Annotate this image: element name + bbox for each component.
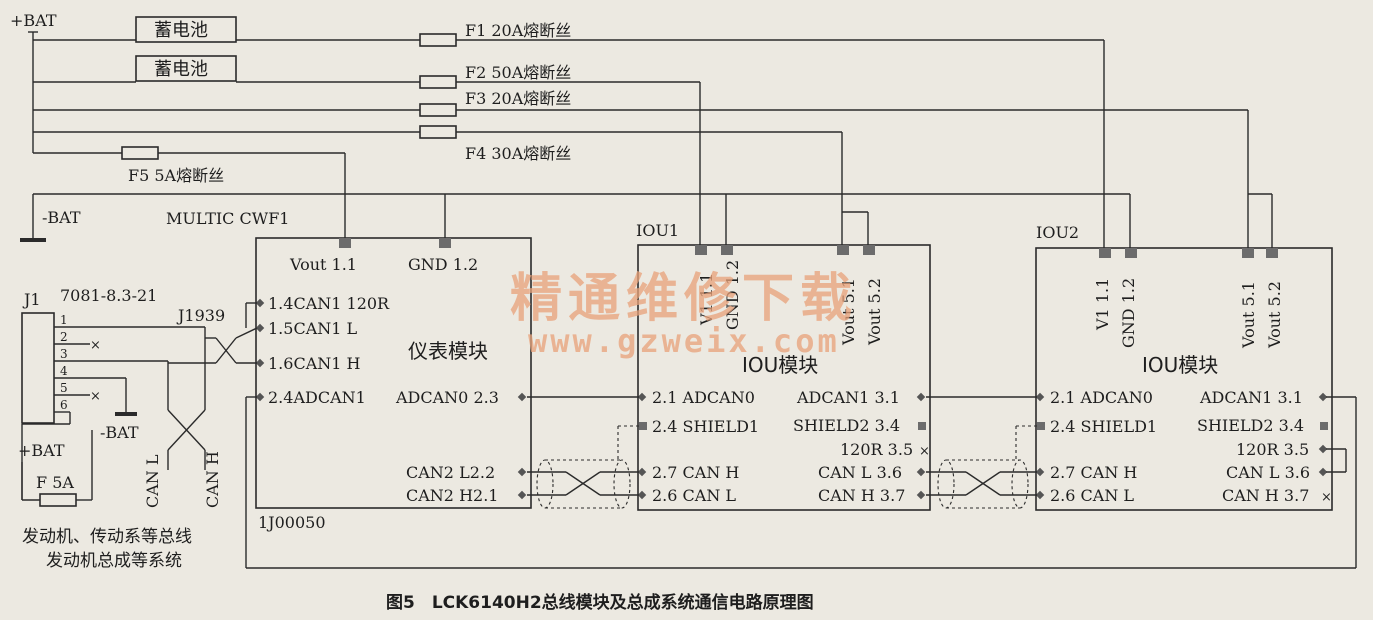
fuse-f4-label: F4 30A熔断丝 (465, 144, 571, 163)
figure-caption: 图5 LCK6140H2总线模块及总成系统通信电路原理图 (386, 592, 814, 613)
iou2-v1-label: V1 1.1 (1093, 278, 1112, 331)
watermark-url: www.gzweix.com (528, 322, 840, 360)
connector-bat-plus: +BAT (18, 441, 65, 460)
can-l-label: CAN L (143, 454, 162, 508)
iou2-title: IOU模块 (1142, 353, 1218, 377)
fuse-f2-label: F2 50A熔断丝 (465, 63, 571, 82)
fuse-f5 (121, 146, 159, 160)
connector-fuse-label: F 5A (36, 473, 74, 492)
iou1-title: IOU模块 (742, 353, 818, 377)
system-note-1: 发动机、传动系等总线 (22, 527, 192, 547)
system-note-2: 发动机总成等系统 (46, 551, 182, 571)
j1939-label: J1939 (176, 306, 225, 325)
iou1-module-box (637, 244, 931, 511)
watermark-text: 精通维修下载 (510, 269, 858, 329)
iou2-shield1: 2.4 SHIELD1 (1050, 417, 1157, 436)
cluster-pin-2-2: CAN2 L2.2 (406, 463, 495, 482)
j1-pin-6: 6 (60, 398, 68, 412)
can-h-label: CAN H (203, 451, 222, 508)
j1-label: J1 (22, 290, 41, 309)
iou2-adcan0: 2.1 ADCAN0 (1050, 388, 1153, 407)
fuse-f1 (419, 33, 457, 47)
iou1-canh37: CAN H 3.7 (818, 486, 905, 505)
iou2-canh: 2.7 CAN H (1050, 463, 1137, 482)
cluster-part-number: 1J00050 (258, 513, 326, 532)
cluster-pin-2-3: ADCAN0 2.3 (395, 388, 499, 407)
fuse-f2 (419, 75, 457, 89)
iou2-canh37: CAN H 3.7 (1222, 486, 1309, 505)
cluster-pin-1-4: 1.4CAN1 120R (268, 294, 390, 313)
iou2-vout52-label: Vout 5.2 (1265, 281, 1284, 349)
cluster-pin-gnd (439, 238, 451, 248)
iou1-shield2: SHIELD2 3.4 (793, 416, 900, 435)
fuse-f3 (419, 103, 457, 117)
j1-pin-3: 3 (60, 347, 68, 361)
bat-plus-label: +BAT (10, 11, 57, 30)
battery-1-label: 蓄电池 (154, 20, 208, 41)
iou2-shield2: SHIELD2 3.4 (1197, 416, 1304, 435)
iou2-canl36: CAN L 3.6 (1226, 463, 1310, 482)
iou2-name: IOU2 (1036, 223, 1079, 242)
cluster-title: 仪表模块 (408, 339, 488, 363)
iou1-adcan0: 2.1 ADCAN0 (652, 388, 755, 407)
cluster-module-box (255, 237, 532, 509)
iou1-name: IOU1 (636, 221, 679, 240)
fuse-f5-label: F5 5A熔断丝 (128, 166, 224, 185)
iou1-120r: 120R 3.5 (840, 440, 913, 459)
cluster-pin-2-1: CAN2 H2.1 (406, 486, 498, 505)
iou1-adcan1: ADCAN1 3.1 (796, 388, 900, 407)
can-bus-wiring (245, 396, 1357, 569)
j1-part-number: 7081-8.3-21 (60, 286, 157, 305)
j1-pin-1: 1 (60, 313, 68, 327)
iou1-vout51-label: Vout 5.1 (839, 278, 858, 346)
iou1-canh: 2.7 CAN H (652, 463, 739, 482)
j1-connector-body (21, 312, 55, 424)
j1-pin-4: 4 (60, 364, 68, 378)
iou1-shield1: 2.4 SHIELD1 (652, 417, 759, 436)
battery-2 (135, 55, 237, 82)
battery-2-label: 蓄电池 (154, 59, 208, 80)
iou2-adcan1: ADCAN1 3.1 (1199, 388, 1303, 407)
cluster-name: MULTIC CWF1 (166, 209, 289, 228)
fuse-f4 (419, 125, 457, 139)
iou1-vout52-label: Vout 5.2 (865, 278, 884, 346)
j1-wiring: × × (21, 302, 258, 500)
iou1-gnd-label: GND 1.2 (723, 260, 742, 330)
iou1-canl36: CAN L 3.6 (818, 463, 902, 482)
iou2-vout51-label: Vout 5.1 (1239, 281, 1258, 349)
bat-minus-label: -BAT (42, 208, 81, 227)
connector-bat-minus: -BAT (100, 423, 139, 442)
power-wiring (20, 31, 1273, 248)
iou1-v1-label: V1 1.1 (697, 273, 716, 326)
cluster-pin-2-4: 2.4ADCAN1 (268, 388, 366, 407)
svg-text:×: × (90, 389, 101, 404)
fuse-f3-label: F3 20A熔断丝 (465, 89, 571, 108)
cluster-pin-1-5: 1.5CAN1 L (268, 319, 358, 338)
svg-text:×: × (919, 444, 930, 459)
cluster-vout-label: Vout 1.1 (289, 255, 357, 274)
fuse-f1-label: F1 20A熔断丝 (465, 21, 571, 40)
connector-fuse-5a (39, 493, 77, 507)
cluster-pin-vout (339, 238, 351, 248)
iou2-120r: 120R 3.5 (1236, 440, 1309, 459)
iou2-module-box (1035, 247, 1333, 511)
cluster-gnd-label: GND 1.2 (408, 255, 478, 274)
battery-1 (135, 16, 237, 43)
cluster-pin-1-6: 1.6CAN1 H (268, 354, 361, 373)
j1-pin-2: 2 (60, 330, 68, 344)
iou2-gnd-label: GND 1.2 (1119, 278, 1138, 348)
j1-pin-5: 5 (60, 381, 68, 395)
iou1-canl: 2.6 CAN L (652, 486, 736, 505)
svg-text:×: × (90, 338, 101, 353)
svg-text:×: × (1321, 490, 1332, 505)
iou2-canl: 2.6 CAN L (1050, 486, 1134, 505)
